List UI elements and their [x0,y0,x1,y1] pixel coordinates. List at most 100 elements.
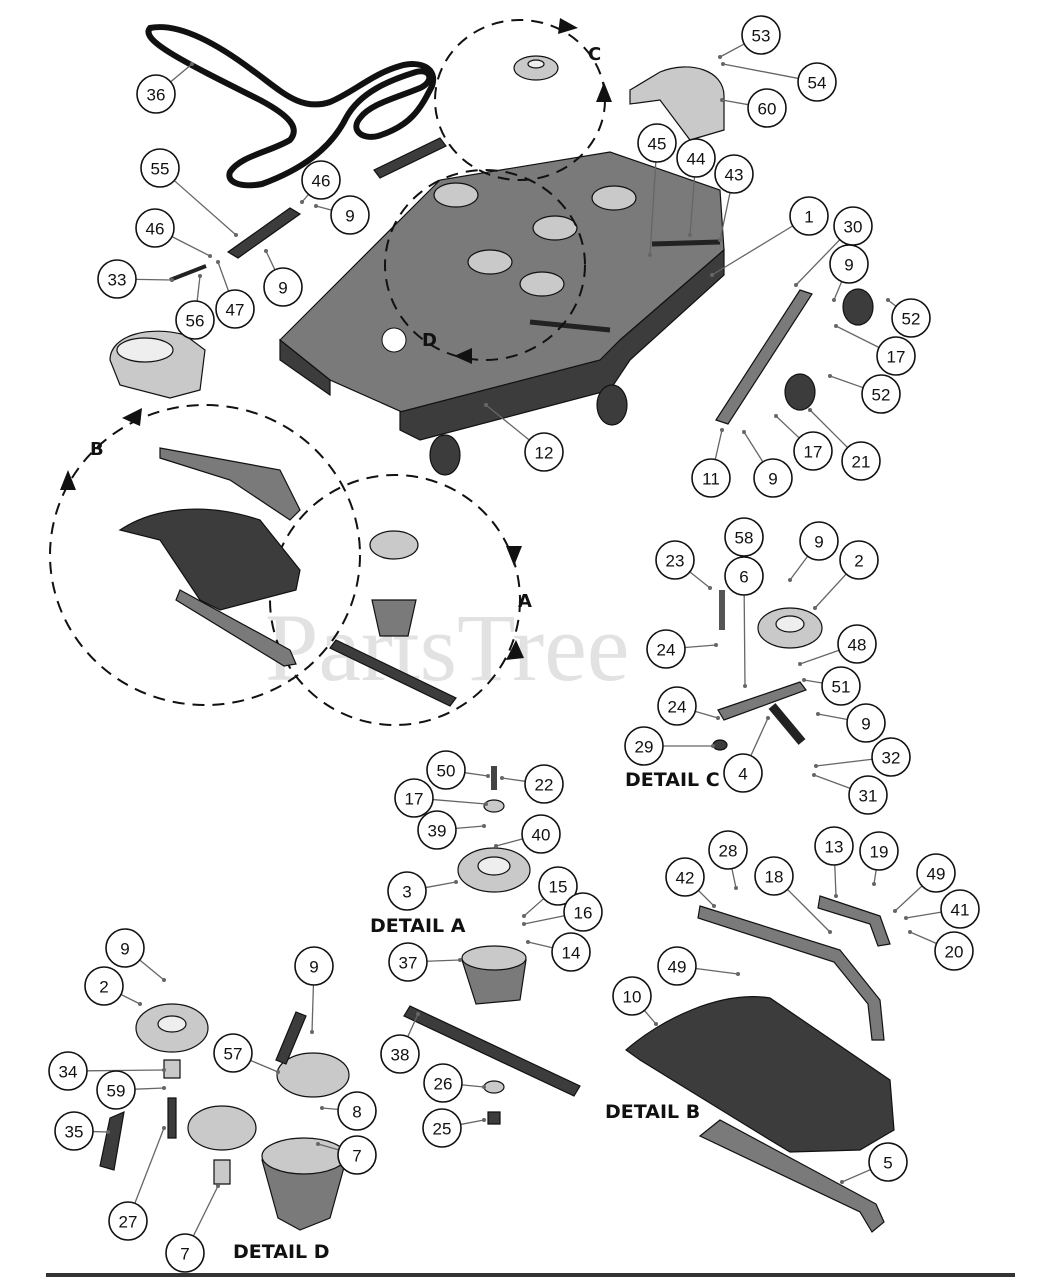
detail-c-circle [435,20,605,180]
callout-56: 56 [176,274,214,339]
detail-a-pulley-inner [478,857,510,875]
callout-leader [462,1085,484,1087]
arrow-a-down [506,546,522,566]
callout-number: 5 [883,1154,892,1173]
callout-number: 59 [107,1082,126,1101]
callout-leader-tip [216,1184,220,1188]
detail-d-pulley-2-hub [158,1016,186,1032]
callout-46: 46 [136,209,212,258]
detail-c-label: DETAIL C [625,769,720,791]
callout-leader [720,44,744,57]
callout-number: 31 [859,787,878,806]
callout-number: 53 [752,27,771,46]
callout-leader [685,645,716,647]
callout-leader-tip [162,1068,166,1072]
callout-leader [834,282,842,300]
callout-leader [830,376,863,388]
callout-number: 9 [814,533,823,552]
callout-number: 47 [226,301,245,320]
callout-leader [524,916,564,924]
callout-22: 22 [500,765,563,803]
callout-leader-tip [688,233,692,237]
callout-leader [218,262,229,291]
callout-leader-tip [486,774,490,778]
callout-9: 9 [788,522,838,582]
callout-leader-tip [734,886,738,890]
callout-leader-tip [526,940,530,944]
callout-number: 24 [657,641,676,660]
callout-number: 28 [719,842,738,861]
callout-number: 56 [186,312,205,331]
callout-leader [461,1120,484,1124]
callout-51: 51 [802,667,860,705]
callout-9: 9 [816,704,885,742]
callout-13: 13 [815,827,853,898]
callout-number: 46 [146,220,165,239]
callout-number: 2 [854,552,863,571]
callout-leader [814,775,850,788]
detail-b-label: DETAIL B [605,1101,700,1123]
callout-number: 38 [391,1046,410,1065]
callout-leader-tip [904,916,908,920]
callout-number: 30 [844,218,863,237]
callout-leader-tip [720,428,724,432]
callout-number: 9 [861,715,870,734]
belt-cover-left-top [117,338,173,362]
callout-52: 52 [886,298,930,337]
callout-leader [136,279,172,280]
callout-8: 8 [320,1092,376,1130]
detail-c-idler-arm [718,682,806,720]
callout-leader [874,870,876,884]
callout-4: 4 [724,716,770,792]
callout-number: 17 [804,443,823,462]
detail-a-blade-washer [484,1081,504,1093]
callout-leader-tip [208,254,212,258]
deck-pulley-5 [592,186,636,210]
callout-9: 9 [314,196,369,234]
callout-leader-tip [720,98,724,102]
callout-leader-tip [522,914,526,918]
callout-leader [456,826,484,828]
callout-leader [787,889,830,932]
callout-59: 59 [97,1071,166,1109]
watermark-text: PartsTree [265,594,629,701]
view-letter-b: B [90,439,104,460]
callout-49: 49 [658,947,740,985]
callout-number: 29 [635,738,654,757]
detail-d-spacer-lower [214,1160,230,1184]
callout-number: 16 [574,904,593,923]
arrow-c-right [558,18,578,34]
detail-d-pulley-3 [188,1106,256,1150]
callout-leader-tip [494,844,498,848]
view-letter-d: D [422,330,437,351]
callout-leader-tip [138,1002,142,1006]
arrow-b-up [60,470,76,490]
callout-number: 42 [676,869,695,888]
callout-leader-tip [893,909,897,913]
callout-leader-tip [162,1126,166,1130]
callout-number: 13 [825,838,844,857]
callout-leader [465,773,488,776]
detail-d-spacer [164,1060,180,1078]
callout-25: 25 [423,1109,486,1147]
spindle-pulley-small [370,531,418,559]
callout-leader-tip [742,430,746,434]
callout-leader [135,1088,164,1089]
detail-c-spring [772,706,802,742]
callout-leader [197,276,200,301]
callout-number: 26 [434,1075,453,1094]
callout-number: 2 [99,978,108,997]
callout-number: 15 [549,878,568,897]
callout-number: 6 [739,568,748,587]
callout-number: 14 [562,944,581,963]
callout-leader [744,595,745,686]
callout-number: 8 [352,1103,361,1122]
callout-11: 11 [692,428,730,497]
callout-number: 49 [927,865,946,884]
callout-number: 49 [668,958,687,977]
callout-number: 21 [852,453,871,472]
callout-37: 37 [389,943,462,981]
callout-leader [723,64,798,78]
callout-number: 20 [945,943,964,962]
callout-leader-tip [484,802,488,806]
